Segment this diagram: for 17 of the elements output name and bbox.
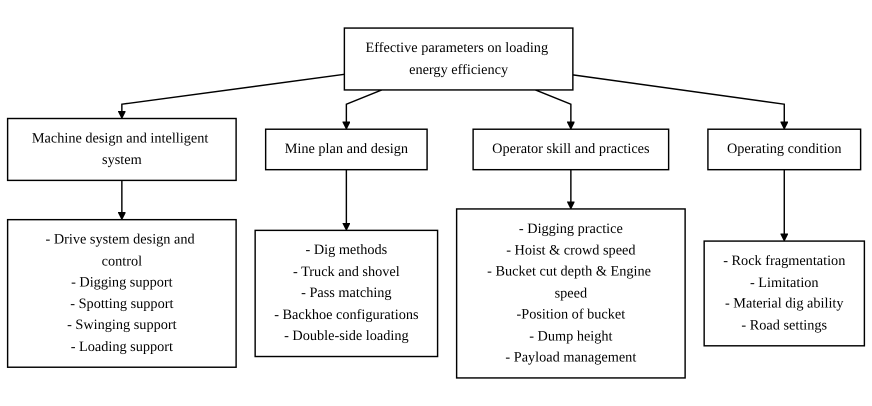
arrow: [342, 89, 382, 130]
arrow: [118, 74, 344, 119]
arrow: [566, 170, 576, 210]
arrow: [572, 74, 788, 130]
node-box: - Dig methods - Truck and shovel - Pass matching - Backhoe configurations - Double-side loading: [254, 230, 438, 358]
node-box: Operating condition: [707, 128, 862, 170]
arrow: [535, 89, 576, 130]
node-box: Effective parameters on loading energy efficiency: [344, 27, 574, 91]
node-box: - Drive system design and control - Digging support - Spotting support - Swinging support - Loading support: [6, 218, 237, 368]
arrow: [780, 170, 788, 242]
node-box: Machine design and intelligent system: [6, 118, 237, 182]
arrow: [342, 170, 351, 231]
node-box: - Rock fragmentation - Limitation - Material dig ability - Road settings: [703, 240, 866, 347]
node-box: - Digging practice - Hoist & crowd speed - Bucket cut depth & Engine speed -Position of bucket - Dump height - Payload management: [456, 208, 686, 379]
arrow: [118, 180, 126, 220]
node-box: Mine plan and design: [264, 128, 428, 170]
node-box: Operator skill and practices: [472, 128, 670, 170]
